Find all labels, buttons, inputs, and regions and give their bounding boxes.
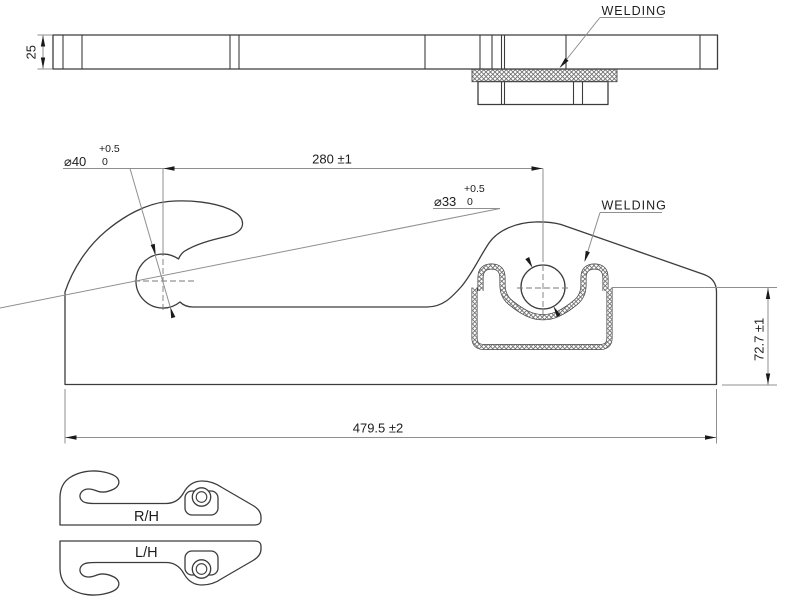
variant-views: R/H L/H (59, 470, 262, 596)
top-view-bar (52, 34, 719, 70)
variant-rh-shape (59, 470, 262, 526)
welding-label-top: WELDING (602, 4, 667, 18)
dim-height-72-7: 72.7 ±1 (612, 287, 777, 386)
hook-dia-value: ⌀40 (64, 154, 86, 169)
hook-dia-tol-plus: +0.5 (99, 143, 120, 155)
length-value: 479.5 ±2 (353, 421, 404, 436)
dim-length-479-5: 479.5 ±2 (64, 389, 717, 444)
hook-dia-tol-zero: 0 (102, 156, 108, 168)
dim-pitch-280: 280 ±1 (63, 152, 544, 262)
dim-hole-diameter: ⌀33 +0.5 0 (0, 183, 561, 317)
top-view-edge-lines (62, 35, 701, 69)
top-view-weld-seam (471, 68, 618, 83)
thickness-value: 25 (24, 45, 39, 59)
hole-dia-value: ⌀33 (434, 194, 456, 209)
welding-callout-side: WELDING (584, 199, 667, 262)
plate-outline (64, 200, 718, 386)
variant-rh-label: R/H (134, 509, 159, 525)
pitch-value: 280 ±1 (312, 152, 352, 167)
variant-lh-label: L/H (135, 545, 158, 561)
side-view: ⌀40 +0.5 0 280 ±1 ⌀33 +0.5 0 (0, 143, 777, 444)
hole-dia-tol-plus: +0.5 (464, 183, 485, 195)
top-view-cup-projection (477, 80, 609, 106)
dim-thickness-25: 25 (24, 34, 53, 70)
hole-dia-tol-zero: 0 (467, 196, 473, 208)
top-view-cup-lines (500, 81, 584, 105)
welding-callout-top: WELDING (559, 4, 667, 68)
variant-lh-shape (59, 540, 262, 596)
top-view: 25 WELDING (24, 4, 719, 106)
height-value: 72.7 ±1 (752, 318, 767, 361)
dim-hook-diameter: ⌀40 +0.5 0 (64, 143, 176, 319)
welding-label-side: WELDING (602, 199, 667, 213)
